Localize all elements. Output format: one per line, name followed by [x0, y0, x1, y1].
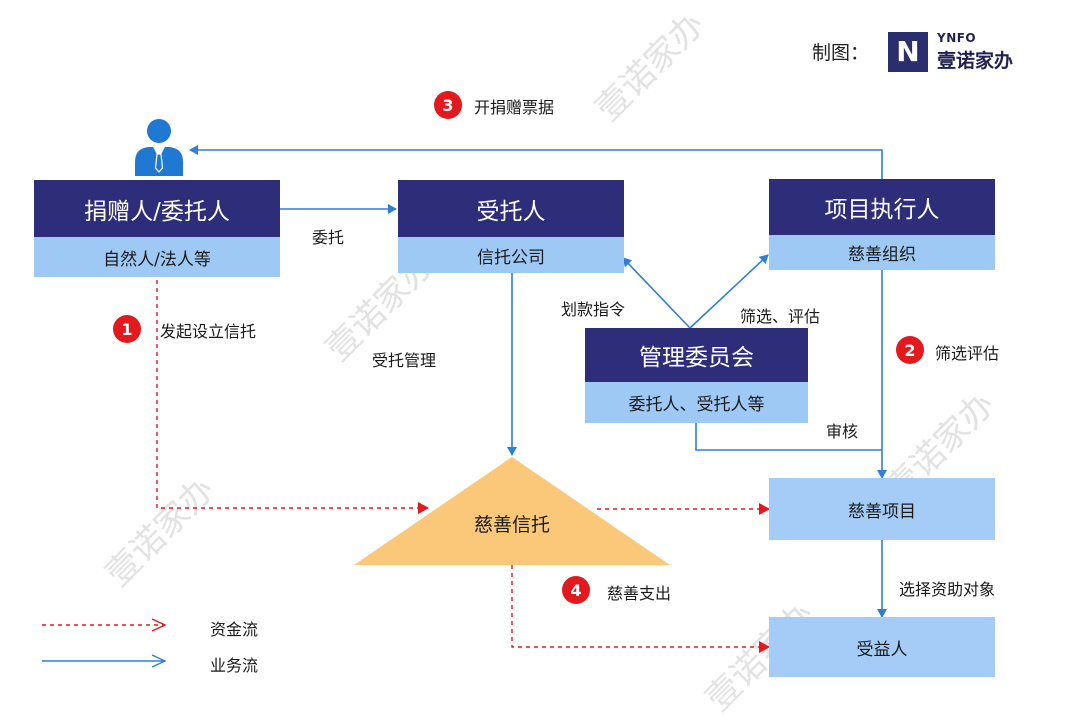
legend-business-flow: 业务流 — [210, 656, 259, 675]
trustee-title: 受托人 — [398, 180, 624, 237]
flow-lines — [42, 145, 887, 668]
beneficiary-box: 受益人 — [769, 617, 995, 677]
step-badge-3: 3 — [434, 91, 462, 119]
trustee-subtitle: 信托公司 — [398, 237, 624, 273]
committee-subtitle: 委托人、受托人等 — [585, 382, 808, 423]
label-initiate-trust: 发起设立信托 — [160, 322, 257, 341]
edge-donor-trust — [156, 280, 429, 514]
committee-title: 管理委员会 — [585, 328, 808, 382]
logo-cn-text: 壹诺家办 — [937, 50, 1014, 72]
label-trustee-manage: 受托管理 — [372, 351, 437, 370]
donor-title: 捐赠人/委托人 — [34, 180, 280, 237]
label-donation-receipt: 开捐赠票据 — [474, 98, 555, 117]
credit-label: 制图： — [812, 42, 870, 64]
step-badge-4: 4 — [562, 576, 590, 604]
logo-en-text: YNFO — [937, 31, 977, 45]
person-icon — [135, 119, 183, 176]
label-select-recipients: 选择资助对象 — [899, 580, 996, 599]
label-charity-expense: 慈善支出 — [607, 584, 672, 603]
edge-committee-audit — [695, 423, 882, 451]
label-transfer-instruction: 划款指令 — [561, 300, 626, 319]
edge-committee-trustee — [622, 257, 691, 329]
charity-trust-title: 慈善信托 — [473, 514, 550, 536]
logo-icon: N — [888, 32, 928, 72]
executor-subtitle: 慈善组织 — [769, 235, 995, 270]
step-badge-2: 2 — [896, 336, 924, 364]
label-entrust: 委托 — [312, 228, 345, 247]
edge-receipt — [189, 145, 883, 180]
legend-fund-flow: 资金流 — [210, 620, 259, 639]
donor-subtitle: 自然人/法人等 — [34, 237, 280, 277]
edge-trust-beneficiary — [511, 565, 770, 653]
logo-mark-letter: N — [896, 35, 920, 68]
label-audit: 审核 — [826, 422, 859, 441]
edge-committee-executor — [689, 254, 769, 329]
step-badge-1: 1 — [113, 315, 141, 343]
label-screen-evaluate-small: 筛选、评估 — [740, 307, 821, 326]
executor-title: 项目执行人 — [769, 179, 995, 235]
charity-trust-triangle — [354, 457, 670, 565]
charity-project-box: 慈善项目 — [769, 478, 995, 540]
label-screen-evaluate: 筛选评估 — [935, 344, 1000, 363]
